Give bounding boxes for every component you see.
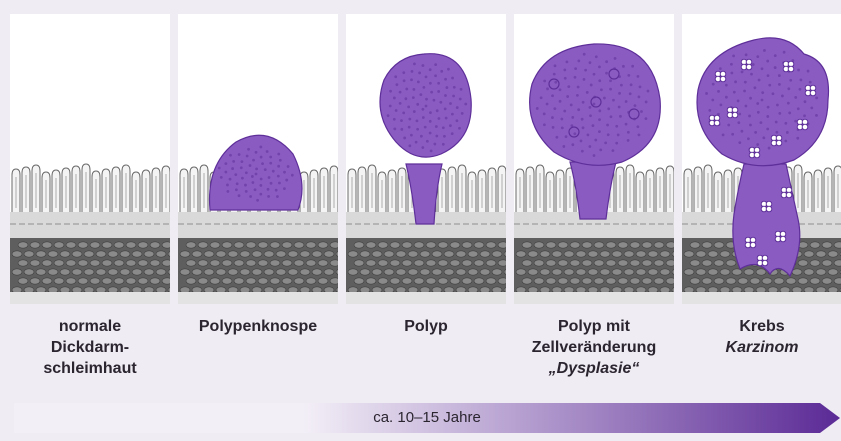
stage-label-line: Polypenknospe (168, 316, 348, 337)
tumor-cell (780, 236, 786, 242)
stage-label-polyp-bud: Polypenknospe (168, 316, 348, 337)
tumor-cell (810, 90, 816, 96)
carcinoma-head (697, 38, 829, 166)
timeline-arrow: ca. 10–15 Jahre (14, 403, 840, 433)
stage-label-subtitle: Karzinom (672, 337, 841, 358)
stage-panel-polyp-bud (178, 14, 338, 304)
stage-label-subtitle: „Dysplasie“ (504, 358, 684, 379)
timeline-label: ca. 10–15 Jahre (14, 409, 840, 426)
stage-panel-dysplasia (514, 14, 674, 304)
serosa-layer (346, 292, 506, 304)
carcinoma-illustration (682, 14, 841, 304)
tumor-cell (802, 124, 808, 130)
serosa-layer (178, 292, 338, 304)
dysplasia-polyp-illustration (514, 14, 674, 304)
stage-panel-carcinoma (682, 14, 841, 304)
stage-label-polyp: Polyp (336, 316, 516, 337)
tumor-cell (750, 242, 756, 248)
tumor-cell (746, 64, 752, 70)
tumor-cell (720, 76, 726, 82)
tumor-cell (786, 192, 792, 198)
stage-label-line: Krebs (672, 316, 841, 337)
stage-label-line: normale (0, 316, 180, 337)
tumor-cell (714, 120, 720, 126)
stage-label-normal: normale Dickdarm- schleimhaut (0, 316, 180, 379)
stage-panel-normal (10, 14, 170, 304)
submucosa-band (10, 212, 170, 238)
tumor-cell (732, 112, 738, 118)
tumor-cell (754, 152, 760, 158)
stage-panel-polyp (346, 14, 506, 304)
mucosa-villi (12, 164, 170, 212)
serosa-layer (10, 292, 170, 304)
stage-label-line: Polyp mit (504, 316, 684, 337)
tumor-cell (766, 206, 772, 212)
submucosa-band (178, 212, 338, 238)
serosa-layer (514, 292, 674, 304)
stage-label-dysplasia: Polyp mit Zellveränderung „Dysplasie“ (504, 316, 684, 379)
tumor-cell (762, 260, 768, 266)
polyp-bud-illustration (178, 14, 338, 304)
stage-label-line: Zellveränderung (504, 337, 684, 358)
stage-label-line: schleimhaut (0, 358, 180, 379)
mucosa-illustration (10, 14, 170, 304)
stage-label-line: Polyp (336, 316, 516, 337)
stage-label-carcinoma: Krebs Karzinom (672, 316, 841, 358)
tumor-cell (776, 140, 782, 146)
stage-label-line: Dickdarm- (0, 337, 180, 358)
serosa-layer (682, 292, 841, 304)
tumor-cell (788, 66, 794, 72)
polyp-illustration (346, 14, 506, 304)
